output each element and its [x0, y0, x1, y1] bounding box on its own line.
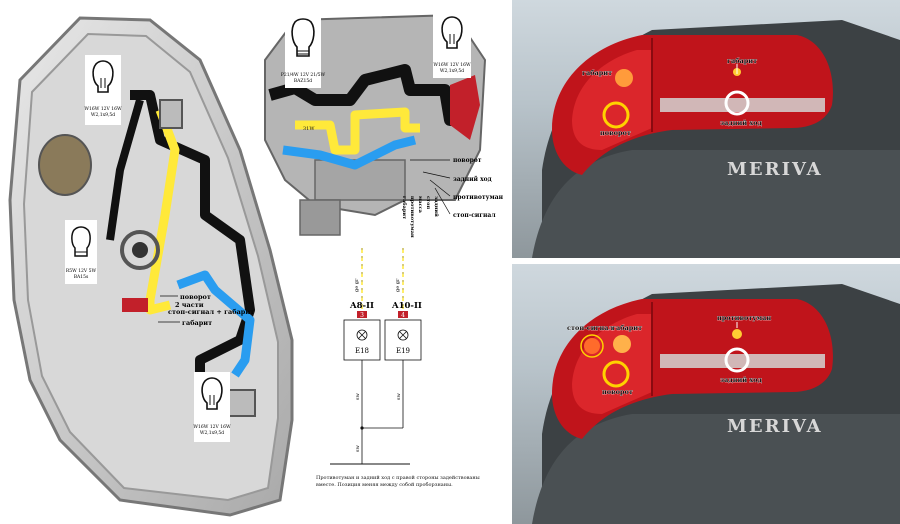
- connector-red: [122, 298, 148, 312]
- wire-bottom-left: sw: [355, 392, 361, 400]
- wiring-schematic: ge gr ge gr A8-II A10-II 3 4 E18 E19 sw …: [330, 248, 422, 465]
- wire-bottom-right: sw: [396, 392, 402, 400]
- label-vertical-0: габарит: [401, 196, 408, 219]
- label-side: габарит: [182, 319, 212, 327]
- wire-black: [268, 64, 460, 126]
- wire-label-right: ge gr: [395, 278, 401, 292]
- label-right-2: противотуман: [453, 194, 504, 201]
- bulb-icon: [291, 18, 315, 57]
- bulb-right-code: W16W 12V 16W: [433, 62, 471, 68]
- photo-bottom: MERIVA стоп-сигнал габарит противотуман …: [512, 264, 900, 524]
- label-turn: поворот: [180, 293, 211, 301]
- label-side: габарит: [612, 324, 642, 332]
- bulb-right-card: W16W 12V 16W W2,1x9,5d: [433, 12, 471, 78]
- wire-black: [130, 90, 255, 400]
- label-vertical-1: противотуман: [409, 196, 415, 238]
- bulb-icon: [441, 16, 463, 49]
- label-right-1: задний ход: [453, 176, 492, 183]
- photo-top: MERIVA габарит габарит поворот задний хо…: [512, 0, 900, 258]
- bulb-mid-code: R5W 12V 5W: [66, 268, 97, 274]
- wire-label-left: ge gr: [354, 278, 360, 292]
- connector-right: A10-II: [391, 301, 422, 311]
- pin-left: 3: [360, 312, 364, 319]
- bulb-top-code: W16W 12V 16W: [84, 106, 122, 112]
- bulb-icon: [92, 60, 114, 93]
- pin-right: 4: [401, 312, 405, 319]
- connector-block-diagram: 31W P21/4W 12V 21/5W BAZ15d W16W 12V 16W…: [264, 12, 504, 238]
- lamp-housing-diagram: W16W 12V 16W W2,1x9,5d R5W 12V 5W BA15s …: [8, 16, 294, 517]
- bulb-left-code: P21/4W 12V 21/5W: [281, 72, 326, 78]
- label-right-3: стоп-сигнал: [453, 212, 496, 219]
- schematic-note: Противотуман и задний ход с правой сторо…: [316, 475, 480, 488]
- label-side-right: габарит: [727, 57, 757, 65]
- wire-ground: sw: [355, 444, 361, 452]
- wire-blue: [176, 270, 255, 378]
- bulb-top-card: W16W 12V 16W W2,1x9,5d: [84, 55, 122, 125]
- bulb-left-card: P21/4W 12V 21/5W BAZ15d: [281, 12, 326, 88]
- lamp-left: E18: [355, 347, 369, 355]
- brand-badge: MERIVA: [727, 416, 823, 437]
- connector-left: A8-II: [349, 301, 374, 311]
- label-vertical-3: стоп: [425, 196, 431, 209]
- bulb-bottom-code: W16W 12V 16W: [193, 424, 231, 430]
- bulb-icon: [71, 226, 91, 257]
- label-side-left: габарит: [582, 69, 612, 77]
- brand-badge: MERIVA: [727, 159, 823, 180]
- label-brake-side: стоп-сигнал + габарит: [168, 308, 254, 316]
- bulb-top-base: W2,1x9,5d: [91, 112, 115, 118]
- bulb-bottom-card: W16W 12V 16W W2,1x9,5d: [193, 372, 231, 442]
- bulb-icon: [201, 377, 223, 410]
- wire-yellow: [295, 107, 420, 155]
- pin-label: 31W: [303, 126, 315, 132]
- label-vertical-4: задний: [433, 196, 440, 217]
- label-fog: противотуман: [717, 314, 771, 322]
- bulb-left-base: BAZ15d: [294, 78, 312, 84]
- label-turn: поворот: [600, 129, 631, 137]
- bulb-mid-base: BA15s: [74, 274, 89, 280]
- label-brake: стоп-сигнал: [567, 324, 614, 332]
- connector-red: [450, 75, 480, 140]
- bulb-bottom-base: W2,1x9,5d: [200, 430, 224, 436]
- wire-blue: [282, 135, 417, 170]
- bulb-mid-card: R5W 12V 5W BA15s: [65, 220, 97, 284]
- label-reverse: задний ход: [720, 119, 763, 127]
- lamp-right: E19: [396, 347, 410, 355]
- label-reverse: задний ход: [720, 376, 763, 384]
- round-pad: [38, 134, 92, 196]
- bulb-right-base: W2,1x9,5d: [440, 68, 464, 74]
- label-turn: поворот: [602, 388, 633, 396]
- label-right-0: поворот: [453, 157, 482, 164]
- label-vertical-2: масса: [417, 196, 423, 214]
- label-two-parts: 2 части: [175, 301, 204, 309]
